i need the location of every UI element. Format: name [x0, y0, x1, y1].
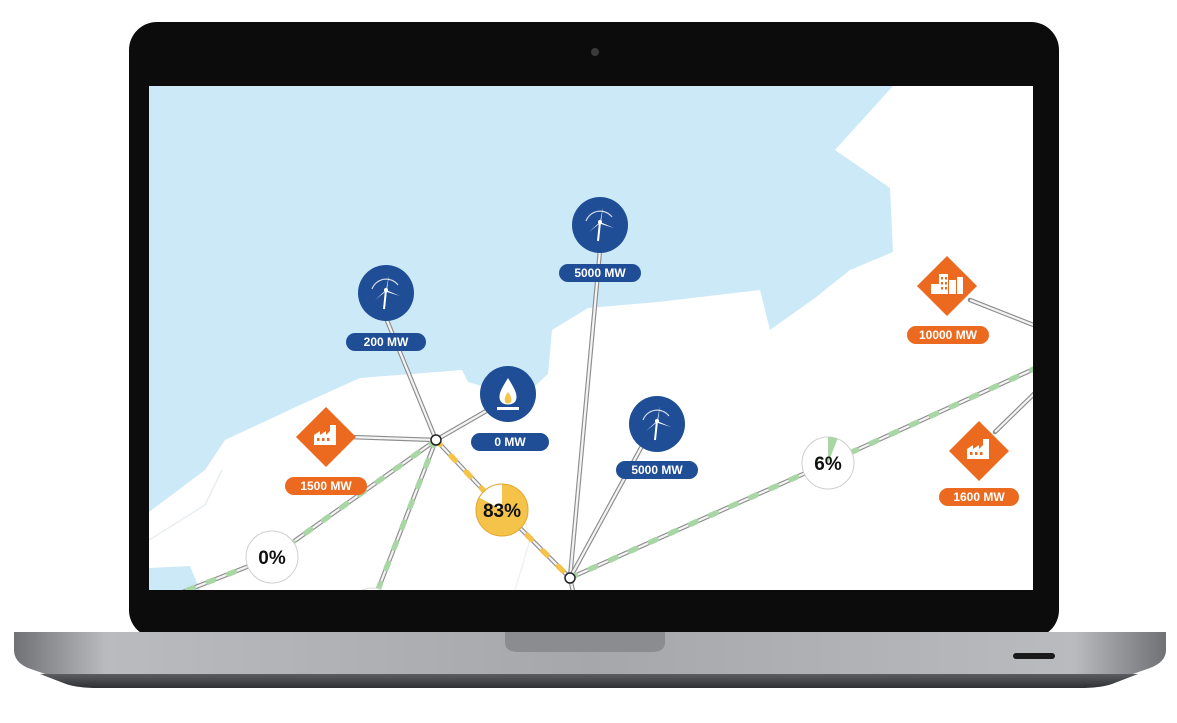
load-central-percent-label: 83%	[483, 501, 521, 522]
line-south-east-flow	[567, 366, 1033, 581]
factory-icon	[967, 439, 989, 459]
industry-west-pill	[285, 477, 367, 495]
wind-farm-west[interactable]: 200 MW	[346, 265, 426, 351]
junction-node-1[interactable]	[430, 434, 442, 446]
wind-farm-central-pill	[616, 461, 698, 479]
laptop-base	[14, 632, 1166, 686]
industry-east[interactable]: 1600 MW	[939, 421, 1019, 506]
sea-inlet	[149, 566, 200, 590]
wind-farm-west-pill	[346, 333, 426, 351]
load-dial-partial[interactable]	[348, 587, 396, 636]
industry-west[interactable]: 1500 MW	[285, 407, 367, 495]
gas-plant-pill	[471, 433, 549, 451]
city-east-pill	[907, 326, 989, 344]
industry-west-capacity-label: 1500 MW	[300, 479, 352, 493]
map-markers: 200 MW 5000 MW 0 MW 5000 MW 1500 MW 10000 MW 1…	[245, 197, 1019, 584]
factory-icon	[314, 425, 336, 445]
trackpad-notch	[505, 632, 665, 652]
city-east-capacity-label: 10000 MW	[919, 328, 978, 342]
industry-east-capacity-label: 1600 MW	[953, 490, 1005, 504]
junction-node-2[interactable]	[564, 572, 576, 584]
gas-plant[interactable]: 0 MW	[471, 366, 549, 451]
wind-turbine-icon	[371, 275, 400, 310]
grid-nodes	[348, 434, 576, 636]
load-east-percent-label: 6%	[814, 454, 842, 475]
power-led	[1013, 653, 1055, 659]
wind-farm-west-capacity-label: 200 MW	[364, 335, 409, 349]
load-west-dial	[245, 530, 299, 584]
load-central[interactable]: 83%	[475, 483, 529, 537]
load-central-fill	[476, 484, 528, 537]
wind-farm-north-pill	[559, 264, 641, 282]
line-junction-south-flow	[374, 437, 439, 590]
load-east-fill	[828, 437, 838, 463]
screen: 200 MW 5000 MW 0 MW 5000 MW 1500 MW 10000 MW 1…	[149, 86, 1033, 636]
gas-flame-icon	[497, 378, 519, 410]
load-west-percent-label: 0%	[258, 548, 286, 569]
load-west[interactable]: 0%	[245, 530, 299, 584]
wind-farm-central[interactable]: 5000 MW	[616, 396, 698, 479]
industry-east-pill	[939, 488, 1019, 506]
city-icon	[931, 274, 963, 294]
load-east[interactable]: 6%	[801, 436, 855, 490]
gas-plant-capacity-label: 0 MW	[494, 435, 526, 449]
city-east[interactable]: 10000 MW	[907, 256, 989, 344]
wind-farm-north-capacity-label: 5000 MW	[574, 266, 626, 280]
wind-turbine-icon	[585, 207, 614, 242]
wind-farm-north[interactable]: 5000 MW	[559, 197, 641, 282]
wind-farm-central-capacity-label: 5000 MW	[631, 463, 683, 477]
webcam	[591, 48, 599, 56]
wind-turbine-icon	[642, 406, 671, 441]
